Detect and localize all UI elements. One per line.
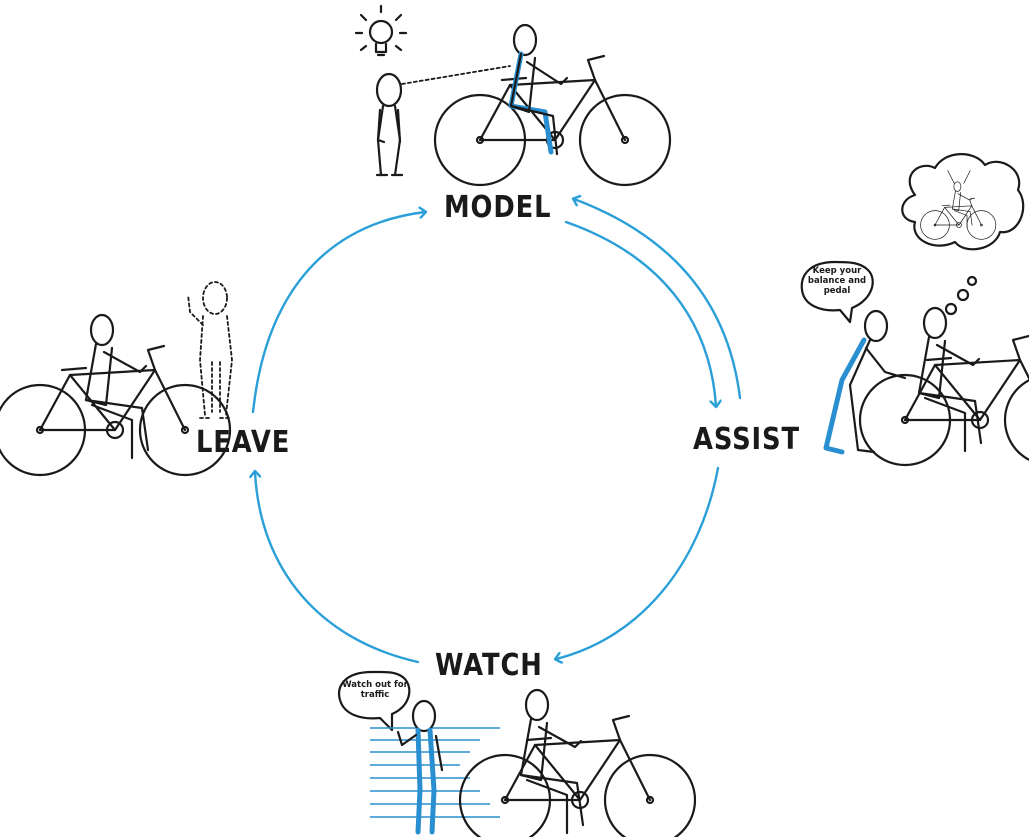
assist-speech-text: Keep your balance and pedal [807, 266, 867, 296]
departed-person [187, 281, 233, 419]
stage-label-watch: WATCH [435, 648, 543, 683]
arrow-assist-to-model [574, 199, 742, 400]
lightbulb-icon [354, 4, 408, 57]
leave-illustration [0, 281, 233, 477]
thought-cloud [901, 153, 1025, 251]
stage-label-assist: ASSIST [693, 422, 800, 457]
watch-speech-bubble [338, 670, 411, 732]
stage-label-leave: LEAVE [196, 425, 291, 460]
arrow-assist-to-watch [556, 466, 720, 659]
arrow-watch-to-leave [255, 472, 420, 664]
watch-speech-text: Watch out for traffic [342, 680, 408, 700]
arrow-leave-to-model [251, 212, 425, 414]
model-illustration [354, 4, 672, 187]
watch-illustration [338, 670, 697, 837]
assist-speech-bubble [800, 260, 874, 324]
stage-label-model: MODEL [444, 190, 552, 225]
arrow-model-to-assist [564, 220, 716, 406]
assist-illustration [800, 153, 1029, 467]
